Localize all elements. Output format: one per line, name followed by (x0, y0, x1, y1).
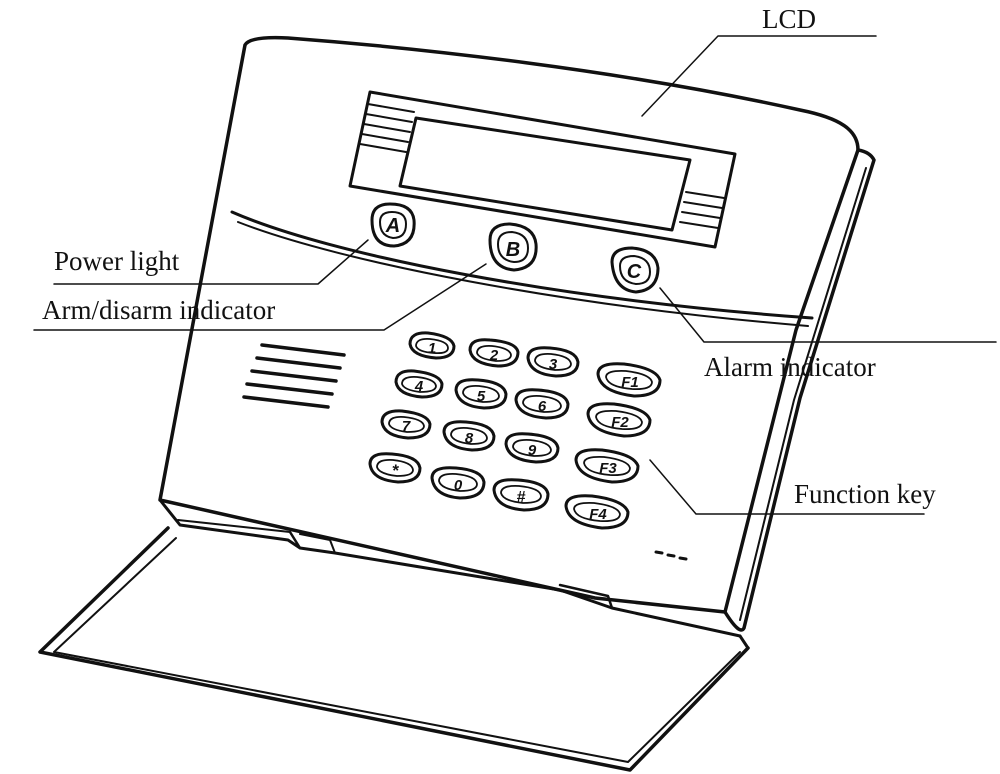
key-4-label: 4 (414, 378, 424, 395)
key-f2-label: F2 (611, 414, 629, 431)
key-8-label: 8 (465, 430, 474, 447)
key-6-label: 6 (538, 398, 547, 415)
fold-down-lid (38, 526, 750, 772)
key-f2[interactable]: F2 (586, 402, 652, 438)
arm-disarm-leader (33, 263, 487, 331)
status-dashes (654, 550, 688, 561)
key-9-label: 9 (528, 442, 537, 459)
speaker-grille (242, 343, 346, 409)
key-2[interactable]: 2 (468, 338, 520, 368)
lcd-leader (641, 35, 877, 117)
function-key-label: Function key (794, 479, 936, 509)
key-f1-label: F1 (621, 374, 639, 391)
key-0[interactable]: 0 (430, 466, 486, 500)
indicator-c-label: C (627, 261, 642, 283)
alarm-leader (659, 287, 997, 343)
keypad: 1 2 3 F1 4 5 6 (368, 331, 662, 530)
lcd-display (348, 90, 737, 249)
power-light-label: Power light (54, 246, 180, 276)
key-f4-label: F4 (589, 506, 607, 523)
key-0-label: 0 (454, 477, 463, 494)
power-light-leader (53, 239, 369, 285)
indicator-c: C (610, 246, 660, 294)
indicator-a-label: A (385, 215, 400, 237)
key-2-label: 2 (489, 347, 499, 364)
function-key-leader (649, 459, 925, 515)
key-7[interactable]: 7 (380, 409, 432, 440)
arm-disarm-label: Arm/disarm indicator (42, 295, 275, 325)
key-1[interactable]: 1 (408, 331, 456, 360)
key-3-label: 3 (549, 356, 558, 373)
alarm-indicator-label: Alarm indicator (704, 352, 876, 382)
key-6[interactable]: 6 (514, 388, 570, 420)
key-f1[interactable]: F1 (596, 362, 662, 398)
key-f3-label: F3 (599, 460, 617, 477)
key-f3[interactable]: F3 (574, 448, 640, 484)
key-9[interactable]: 9 (504, 432, 560, 464)
device-housing (158, 35, 876, 638)
indicator-b: B (488, 222, 538, 272)
key-7-label: 7 (402, 418, 411, 435)
lcd-label: LCD (762, 4, 816, 34)
key-hash[interactable]: # (492, 478, 550, 512)
key-star-label: * (392, 461, 400, 480)
indicator-a: A (370, 202, 416, 248)
key-star[interactable]: * (368, 452, 422, 484)
key-5-label: 5 (477, 388, 486, 405)
indicator-b-label: B (506, 239, 520, 261)
key-hash-label: # (517, 489, 526, 506)
key-4[interactable]: 4 (394, 369, 444, 399)
key-5[interactable]: 5 (454, 378, 508, 410)
key-1-label: 1 (428, 340, 436, 357)
key-8[interactable]: 8 (442, 420, 496, 452)
callout-lines (33, 35, 997, 515)
key-f4[interactable]: F4 (564, 494, 630, 530)
key-3[interactable]: 3 (526, 346, 580, 378)
